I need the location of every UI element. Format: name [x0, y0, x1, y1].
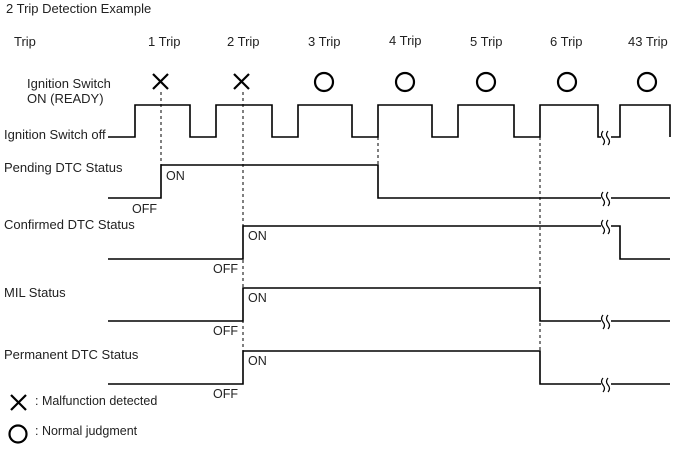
time-break-icon — [600, 130, 611, 146]
mil-off-label: OFF — [213, 324, 238, 338]
time-break-icon — [600, 219, 611, 235]
normal-judgment-mark — [394, 71, 416, 93]
trip-label: 3 Trip — [308, 34, 341, 49]
ignition-on-label: Ignition Switch — [27, 76, 111, 91]
legend-normal-label: : Normal judgment — [35, 424, 138, 438]
ignition-off-label: Ignition Switch off — [4, 127, 106, 142]
trip-label: 1 Trip — [148, 34, 181, 49]
confirmed-dtc-waveform — [108, 225, 670, 260]
permanent-off-label: OFF — [213, 387, 238, 401]
permanent-on-label: ON — [248, 354, 267, 368]
confirmed-dtc-label: Confirmed DTC Status — [4, 217, 135, 232]
legend-malfunction-label: : Malfunction detected — [35, 394, 157, 408]
ignition-waveform — [108, 104, 671, 138]
mil-status-label: MIL Status — [4, 285, 66, 300]
time-break-icon — [600, 314, 611, 330]
normal-judgment-mark — [556, 71, 578, 93]
trip-label: 4 Trip — [389, 33, 422, 48]
time-break-icon — [600, 377, 611, 393]
normal-judgment-mark — [313, 71, 335, 93]
time-break-icon — [600, 191, 611, 207]
diagram-title: 2 Trip Detection Example — [6, 1, 151, 16]
malfunction-mark — [233, 73, 250, 90]
legend-normal-icon — [8, 424, 28, 444]
trip-label: 6 Trip — [550, 34, 583, 49]
pending-dtc-waveform — [108, 164, 670, 199]
pending-off-label: OFF — [132, 202, 157, 216]
confirmed-off-label: OFF — [213, 262, 238, 276]
mil-status-waveform — [108, 287, 670, 322]
normal-judgment-mark — [475, 71, 497, 93]
pending-on-label: ON — [166, 169, 185, 183]
normal-judgment-mark — [636, 71, 658, 93]
trip-label: 43 Trip — [628, 34, 668, 49]
pending-dtc-label: Pending DTC Status — [4, 160, 123, 175]
mil-on-label: ON — [248, 291, 267, 305]
trip-label: 5 Trip — [470, 34, 503, 49]
malfunction-mark — [152, 73, 169, 90]
permanent-dtc-label: Permanent DTC Status — [4, 347, 139, 362]
ignition-on-label-sub: ON (READY) — [27, 91, 104, 106]
permanent-dtc-waveform — [108, 350, 670, 385]
trip-header: Trip — [14, 34, 36, 49]
trip-label: 2 Trip — [227, 34, 260, 49]
legend-malfunction-icon — [10, 394, 27, 411]
confirmed-on-label: ON — [248, 229, 267, 243]
